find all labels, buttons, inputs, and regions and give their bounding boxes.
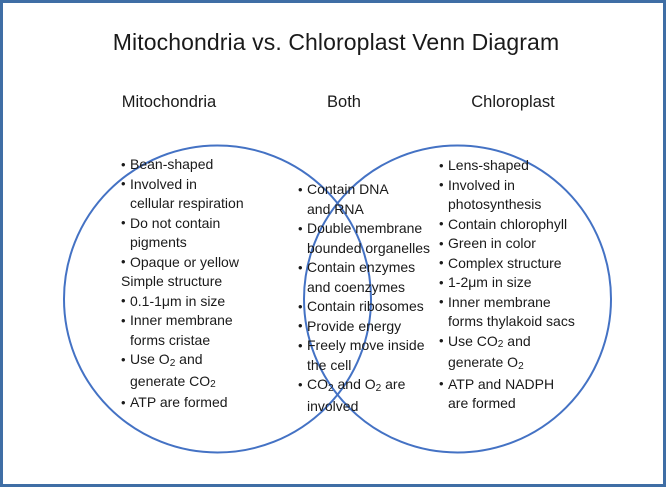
list-item: Freely move inside the cell: [298, 336, 446, 375]
list-item: Contain enzymes and coenzymes: [298, 258, 446, 297]
list-item: Bean-shaped: [121, 155, 271, 175]
list-both: Contain DNA and RNADouble membrane bound…: [298, 180, 446, 416]
list-item: Involved in cellular respiration: [121, 174, 271, 214]
list-item: ATP and NADPH are formed: [439, 374, 601, 414]
page-title: Mitochondria vs. Chloroplast Venn Diagra…: [112, 29, 560, 55]
section-label-both: Both: [327, 93, 361, 111]
list-item: Green in color: [439, 234, 601, 254]
list-item: Contain DNA and RNA: [298, 180, 446, 219]
list-item: Opaque or yellow: [121, 252, 271, 273]
list-item: Inner membrane forms cristae: [121, 311, 271, 350]
list-item: Contain ribosomes: [298, 297, 446, 317]
list-item: CO2 and O2 are involved: [298, 375, 446, 416]
list-chloroplast: Lens-shapedInvolved in photosynthesisCon…: [439, 156, 601, 414]
list-item: Simple structure: [121, 273, 223, 289]
list-item: 1-2μm in size: [439, 273, 601, 293]
list-item: Do not contain pigments: [121, 213, 271, 253]
list-item: Inner membrane forms thylakoid sacs: [439, 292, 601, 332]
list-mitochondria: Bean-shapedInvolved in cellular respirat…: [121, 155, 271, 413]
list-item: Provide energy: [298, 316, 446, 337]
section-label-chloroplast: Chloroplast: [471, 93, 555, 111]
list-item: Use O2 and generate CO2: [121, 350, 271, 393]
list-item: Complex structure: [439, 253, 601, 274]
section-label-mitochondria: Mitochondria: [121, 93, 217, 111]
list-item: 0.1-1μm in size: [121, 291, 271, 312]
list-item: Lens-shaped: [439, 156, 601, 176]
list-item: Double membrane bounded organelles: [298, 219, 446, 258]
list-item: Contain chlorophyll: [439, 214, 601, 235]
list-item: Involved in photosynthesis: [439, 175, 601, 215]
list-item: ATP are formed: [121, 393, 271, 413]
list-item: Use CO2 and generate O2: [439, 331, 601, 375]
